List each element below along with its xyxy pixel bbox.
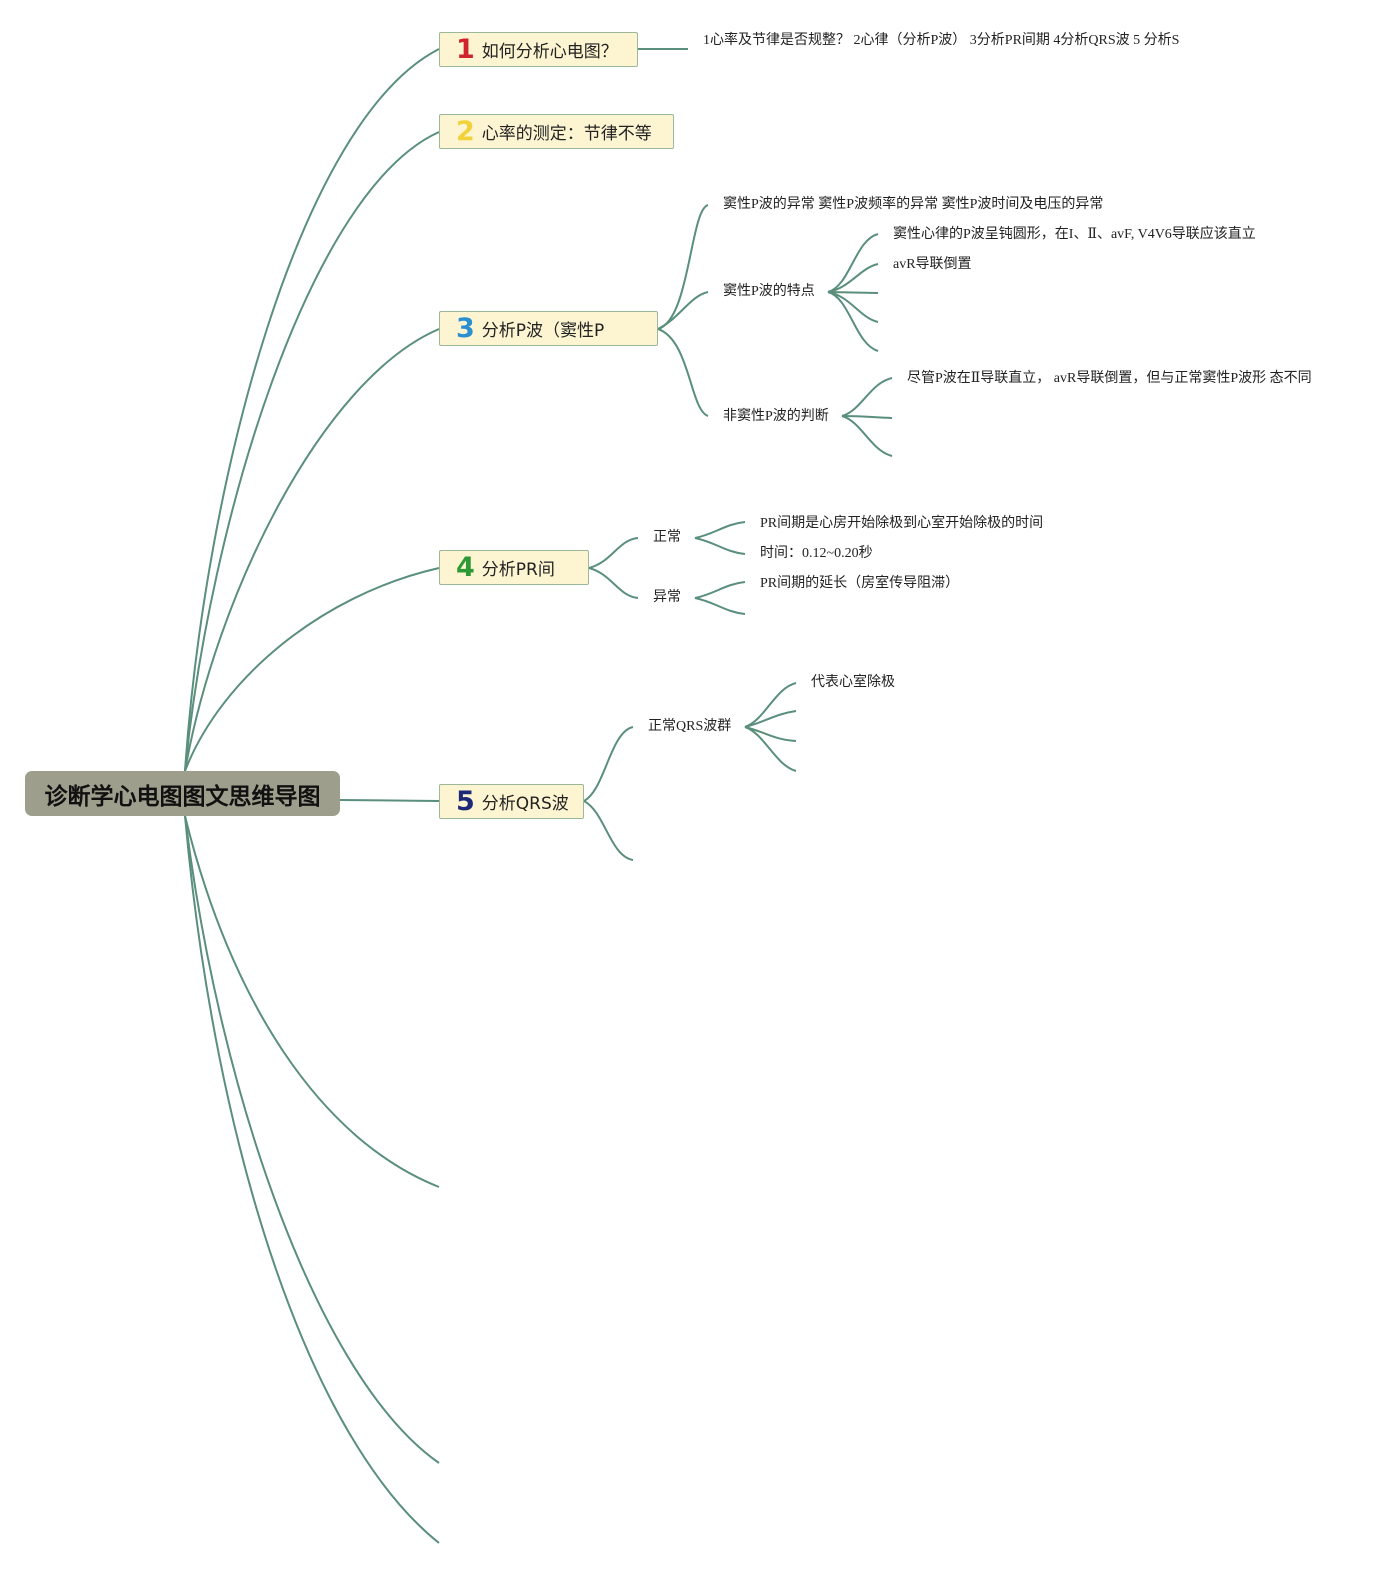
topic-2[interactable]: 2 心率的测定：节律不等 bbox=[439, 114, 674, 149]
link-root-topic3 bbox=[184, 328, 440, 772]
root-topic[interactable]: 诊断学心电图图文思维导图 bbox=[25, 771, 340, 816]
link-root-topic5 bbox=[339, 799, 440, 802]
topic-5-label: 分析QRS波 bbox=[481, 794, 569, 814]
topic4-normal-item-2[interactable]: 时间：0.12~0.20秒 bbox=[760, 546, 873, 561]
link-topic3-nonsinus bbox=[657, 328, 709, 417]
link-topic5-empty bbox=[583, 800, 634, 861]
link-topic4-abnormal bbox=[588, 567, 639, 599]
link-topic3-features bbox=[657, 291, 709, 330]
link-root-empty1 bbox=[184, 815, 440, 1188]
number-4-icon: 4 bbox=[456, 552, 475, 583]
number-5-icon: 5 bbox=[456, 786, 475, 817]
number-1-icon: 1 bbox=[456, 34, 475, 65]
number-3-icon: 3 bbox=[456, 313, 475, 344]
topic3-nonsinus-node[interactable]: 非窦性P波的判断 bbox=[723, 409, 829, 424]
root-title: 诊断学心电图图文思维导图 bbox=[44, 783, 321, 810]
link-topic5-normal bbox=[583, 726, 634, 802]
topic-5[interactable]: 5 分析QRS波 bbox=[439, 784, 584, 819]
topic3-nonsinus-item-1[interactable]: 尽管P波在Ⅱ导联直立， avR导联倒置，但与正常窦性P波形 态不同 bbox=[907, 371, 1312, 386]
topic3-features-node[interactable]: 窦性P波的特点 bbox=[723, 284, 815, 299]
topic-4-label: 分析PR间 bbox=[481, 560, 555, 580]
topic4-normal-node[interactable]: 正常 bbox=[653, 530, 681, 545]
topic3-features-item-2[interactable]: avR导联倒置 bbox=[893, 257, 972, 272]
topic1-summary-node[interactable]: 1心率及节律是否规整？ 2心律（分析P波） 3分析PR间期 4分析QRS波 5 … bbox=[703, 33, 1180, 48]
topic3-abnormal-node[interactable]: 窦性P波的异常 窦性P波频率的异常 窦性P波时间及电压的异常 bbox=[723, 197, 1104, 212]
link-root-topic4 bbox=[184, 567, 440, 772]
number-2-icon: 2 bbox=[456, 116, 475, 147]
topic-4[interactable]: 4 分析PR间 bbox=[439, 550, 589, 585]
topic5-normal-node[interactable]: 正常QRS波群 bbox=[648, 719, 732, 734]
topic-2-label: 心率的测定：节律不等 bbox=[481, 124, 652, 144]
topic-1-label: 如何分析心电图？ bbox=[481, 42, 618, 62]
link-topic4-normal bbox=[588, 537, 639, 569]
topic-3-label: 分析P波（窦性P bbox=[481, 321, 605, 341]
topic4-abnormal-node[interactable]: 异常 bbox=[653, 590, 681, 605]
link-root-topic1 bbox=[184, 48, 440, 772]
topic4-normal-item-1[interactable]: PR间期是心房开始除极到心室开始除极的时间 bbox=[760, 516, 1044, 531]
topic-3[interactable]: 3 分析P波（窦性P bbox=[439, 311, 658, 346]
link-root-topic2 bbox=[184, 131, 440, 772]
topic-1[interactable]: 1 如何分析心电图？ bbox=[439, 32, 638, 67]
link-root-empty3 bbox=[184, 815, 440, 1544]
topic4-abnormal-item-1[interactable]: PR间期的延长（房室传导阻滞） bbox=[760, 576, 960, 591]
link-root-empty2 bbox=[184, 815, 440, 1464]
topic3-features-item-1[interactable]: 窦性心律的P波呈钝圆形，在I、Ⅱ、avF, V4V6导联应该直立 bbox=[893, 227, 1256, 242]
topic5-normal-item-1[interactable]: 代表心室除极 bbox=[811, 675, 895, 690]
